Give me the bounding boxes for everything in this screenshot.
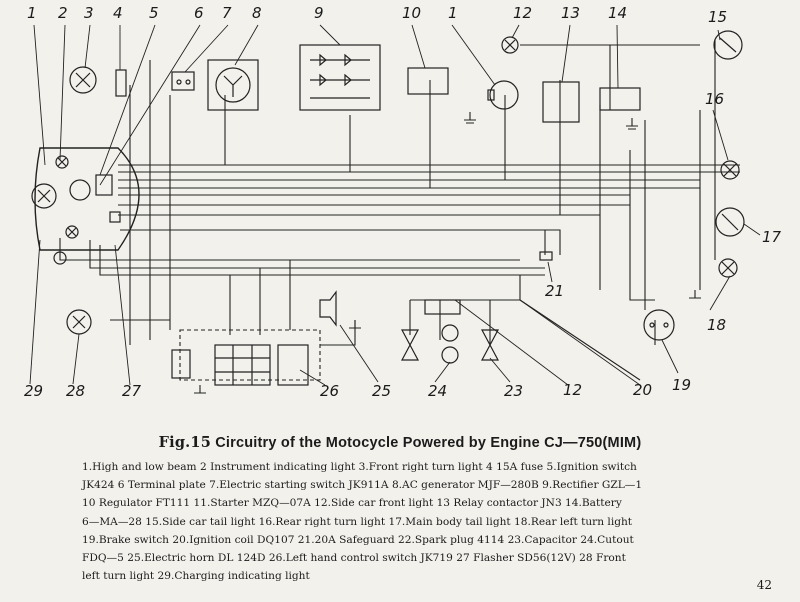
callout-3: 3 xyxy=(84,4,94,22)
figure-title: Circuitry of the Motocycle Powered by En… xyxy=(215,435,642,451)
electric-horn-icon xyxy=(319,290,337,327)
callout-7: 7 xyxy=(222,4,232,22)
legend-line: 10 Regulator FT111 11.Starter MZQ—07A 12… xyxy=(82,497,622,510)
callout-13: 13 xyxy=(561,4,580,22)
relay-contactor-icon xyxy=(542,81,580,123)
callout-1: 1 xyxy=(27,4,37,22)
cutout-icon xyxy=(441,346,459,364)
legend-line: 19.Brake switch 20.Ignition coil DQ107 2… xyxy=(82,533,634,546)
legend-line: JK424 6 Terminal plate 7.Electric starti… xyxy=(82,479,643,492)
wiring-diagram: 1 2 3 4 5 6 7 8 9 10 1 12 13 14 15 16 17… xyxy=(24,4,782,400)
regulator-icon xyxy=(407,67,449,95)
legend-line: left turn light 29.Charging indicating l… xyxy=(82,570,310,583)
callout-17: 17 xyxy=(762,228,782,246)
control-switch-block-icon xyxy=(277,344,309,386)
ignition-coil-icon xyxy=(424,299,461,315)
high-low-beam-icon xyxy=(31,183,57,209)
rear-left-turn-light-icon xyxy=(718,258,738,278)
callout-12-top: 12 xyxy=(513,4,532,22)
headlight-housing xyxy=(34,147,140,251)
component-legend: 1.High and low beam 2 Instrument indicat… xyxy=(82,458,732,585)
electric-starting-switch-icon xyxy=(171,71,195,91)
callout-9: 9 xyxy=(314,4,324,22)
safeguard-icon xyxy=(539,251,553,261)
rear-right-turn-light-icon xyxy=(720,160,740,180)
page-number: 42 xyxy=(756,578,772,592)
legend-line: FDQ—5 25.Electric horn DL 124D 26.Left h… xyxy=(82,552,626,565)
figure-number: Fig.15 xyxy=(158,434,211,451)
callout-20: 20 xyxy=(633,381,652,399)
callout-23: 23 xyxy=(504,382,523,400)
callout-5: 5 xyxy=(149,4,159,22)
callout-18: 18 xyxy=(707,316,726,334)
battery-icon xyxy=(599,87,641,111)
callout-25: 25 xyxy=(372,382,391,400)
main-body-tail-light-icon xyxy=(715,207,745,237)
callout-4: 4 xyxy=(113,4,123,22)
rectifier-icon xyxy=(299,44,381,111)
charging-indicating-light-icon xyxy=(53,251,67,265)
callout-8: 8 xyxy=(252,4,262,22)
callout-28: 28 xyxy=(66,382,85,400)
callout-19: 19 xyxy=(672,376,691,394)
spark-plug-icon xyxy=(401,329,419,361)
front-right-turn-light-icon xyxy=(69,66,97,94)
flasher-icon xyxy=(171,349,191,379)
legend-line: 1.High and low beam 2 Instrument indicat… xyxy=(82,461,637,473)
fuse-icon xyxy=(115,69,127,97)
callout-10: 10 xyxy=(402,4,421,22)
brake-switch-icon xyxy=(643,309,675,341)
capacitor-icon xyxy=(441,324,459,342)
left-hand-control-switch-icon xyxy=(214,344,271,386)
ac-generator-icon xyxy=(207,59,259,111)
starter-icon xyxy=(489,80,519,110)
callout-24: 24 xyxy=(428,382,447,400)
callout-16: 16 xyxy=(705,90,724,108)
callout-26: 26 xyxy=(320,382,339,400)
figure-caption: Fig.15 Circuitry of the Motocycle Powere… xyxy=(0,434,800,451)
callout-21: 21 xyxy=(545,282,564,300)
callout-2: 2 xyxy=(58,4,68,22)
callout-29: 29 xyxy=(24,382,43,400)
legend-line: 6—MA—28 15.Side car tail light 16.Rear r… xyxy=(82,515,633,528)
callout-11: 1 xyxy=(448,4,458,22)
side-car-tail-light-icon xyxy=(713,30,743,60)
side-car-front-light-icon xyxy=(501,36,519,54)
callout-15: 15 xyxy=(708,8,727,26)
callout-12-bottom: 12 xyxy=(563,381,582,399)
callout-27: 27 xyxy=(122,382,142,400)
callout-14: 14 xyxy=(608,4,627,22)
callout-6: 6 xyxy=(194,4,204,22)
